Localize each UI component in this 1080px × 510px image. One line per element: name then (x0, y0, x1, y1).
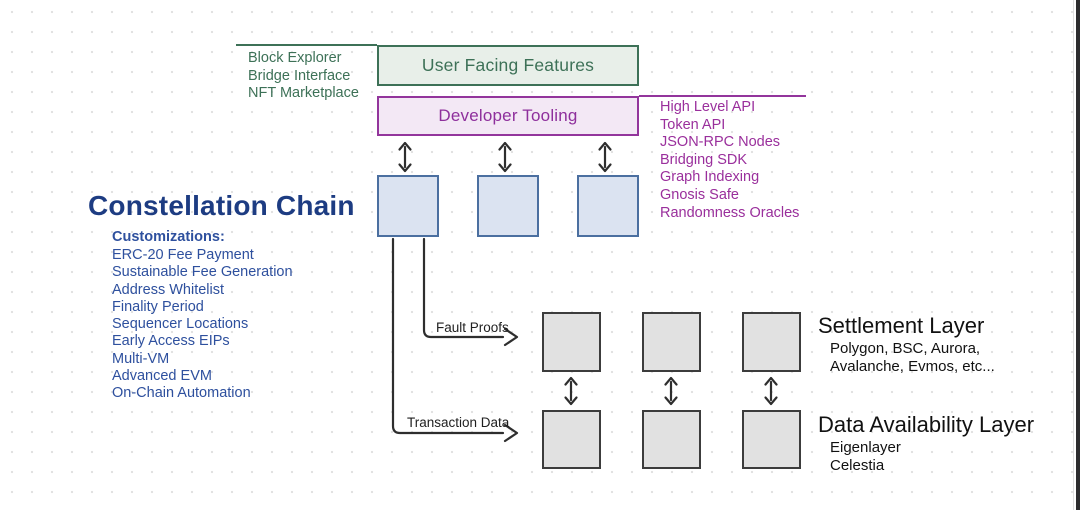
data-availability-box-3 (742, 410, 801, 469)
double-arrow-icon (664, 376, 678, 406)
developer-tooling-connector-line (639, 95, 806, 97)
user-facing-features-title: User Facing Features (421, 55, 595, 75)
list-item: Eigenlayer (830, 439, 901, 456)
list-item: High Level API (660, 99, 756, 115)
customizations-heading: Customizations: (112, 229, 225, 245)
transaction-data-label: Transaction Data (407, 415, 510, 430)
settlement-layer-sublist: Polygon, BSC, Aurora, Avalanche, Evmos, … (830, 340, 995, 376)
chain-node-box-3 (577, 175, 639, 237)
user-facing-connector-line (236, 44, 377, 46)
list-item: Bridging SDK (660, 151, 748, 168)
user-facing-features-list: Block Explorer Bridge Interface NFT Mark… (248, 50, 359, 103)
list-item: Graph Indexing (660, 169, 760, 186)
double-arrow-icon (764, 376, 778, 406)
data-availability-layer-sublist: Eigenlayer Celestia (830, 439, 901, 475)
developer-tooling-title: Developer Tooling (438, 106, 578, 125)
double-arrow-icon (498, 141, 512, 173)
settlement-layer-title: Settlement Layer (818, 313, 985, 338)
fault-proofs-label: Fault Proofs (436, 320, 509, 335)
settlement-box-2 (642, 312, 701, 372)
list-item: Multi-VM (112, 350, 170, 367)
list-item: Celestia (830, 457, 885, 474)
double-arrow-icon (564, 376, 578, 406)
data-availability-box-2 (642, 410, 701, 469)
list-item: Address Whitelist (112, 281, 225, 298)
list-item: NFT Marketplace (248, 85, 359, 101)
list-item: Gnosis Safe (660, 186, 739, 203)
window-edge-divider (1073, 0, 1074, 510)
page-title: Constellation Chain (88, 190, 355, 221)
list-item: Advanced EVM (112, 368, 212, 385)
list-item: Block Explorer (248, 50, 342, 66)
list-item: Polygon, BSC, Aurora, (830, 340, 981, 357)
data-availability-box-1 (542, 410, 601, 469)
settlement-box-3 (742, 312, 801, 372)
user-facing-features-box: User Facing Features (377, 45, 639, 86)
chain-node-box-1 (377, 175, 439, 237)
settlement-box-1 (542, 312, 601, 372)
developer-tooling-list: High Level API Token API JSON-RPC Nodes … (660, 99, 799, 222)
double-arrow-icon (598, 141, 612, 173)
double-arrow-icon (398, 141, 412, 173)
list-item: Sustainable Fee Generation (112, 264, 293, 281)
list-item: JSON-RPC Nodes (660, 134, 781, 151)
list-item: Early Access EIPs (112, 333, 230, 350)
transaction-data-arrow (391, 237, 519, 443)
chain-node-box-2 (477, 175, 539, 237)
list-item: On-Chain Automation (112, 385, 251, 402)
developer-tooling-box: Developer Tooling (377, 96, 639, 136)
list-item: Finality Period (112, 298, 204, 315)
list-item: Bridge Interface (248, 67, 351, 84)
list-item: Token API (660, 116, 726, 133)
data-availability-layer-title: Data Availability Layer (818, 412, 1035, 437)
list-item: Avalanche, Evmos, etc... (830, 358, 995, 375)
list-item: ERC-20 Fee Payment (112, 247, 254, 263)
window-edge (1076, 0, 1080, 510)
list-item: Randomness Oracles (660, 204, 800, 221)
list-item: Sequencer Locations (112, 316, 249, 333)
customizations-list: ERC-20 Fee Payment Sustainable Fee Gener… (112, 247, 293, 403)
